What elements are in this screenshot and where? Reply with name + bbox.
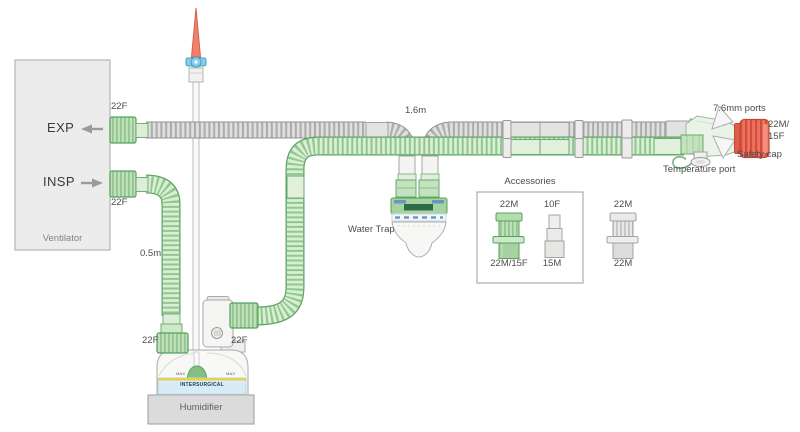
humidifier-brand-label: INTERSURGICAL [180,382,224,388]
accessories-title: Accessories [504,176,556,187]
patient-connector-size-line1: 22M/ [768,119,790,130]
temperature-port [672,134,711,169]
exp-label: EXP [47,120,75,135]
stopcock-icon [185,56,207,83]
insp-port-size-label: 22F [111,197,128,208]
accessory-3-bottom-label: 22M [613,258,633,269]
safety-cap-label: Safety cap [737,149,782,160]
safety-cap [734,118,770,159]
humidifier-base [147,394,255,425]
ports-label: 7.6mm ports [713,103,766,114]
insp-port-connector [109,170,149,198]
accessory-connector-small [544,214,565,258]
humidifier-label: Humidifier [179,402,223,413]
humidifier-max-left-label: MAX [176,371,186,376]
ventilator-title: Ventilator [42,233,83,244]
water-trap-label: Water Trap [348,224,395,235]
temperature-port-label: Temperature port [663,164,736,175]
accessory-2-bottom-label: 15M [542,258,562,269]
exp-port-size-label: 22F [111,101,128,112]
water-trap [390,155,448,258]
port-cap-top-icon [711,104,734,130]
water-spike-icon [190,7,202,58]
tube-clips [502,119,633,159]
accessory-1-top-label: 22M [499,199,519,210]
humidifier-elbow-connector [202,296,259,348]
ventilator-box [14,59,111,251]
humidifier-left-connector [156,313,189,354]
exp-tube-length-label: 1.6m [405,105,427,116]
accessory-1-bottom-label: 22M/15F [490,258,528,269]
accessory-3-top-label: 22M [613,199,633,210]
insp-tube-length-label: 0.5m [140,248,162,259]
exp-port-connector [109,116,149,144]
humidifier-right-port-label: 22F [231,335,248,346]
humidifier-chamber [156,340,249,396]
port-cap-bottom-icon [712,135,736,160]
insp-label: INSP [43,174,75,189]
water-feed-line [192,63,200,361]
patient-connector-size-line2: 15F [768,131,785,142]
accessory-connector-gray [606,212,639,259]
humidifier-left-port-label: 22F [142,335,159,346]
accessory-connector-green [492,212,525,259]
accessory-2-top-label: 10F [543,199,561,210]
humidifier-max-right-label: MAX [226,371,236,376]
